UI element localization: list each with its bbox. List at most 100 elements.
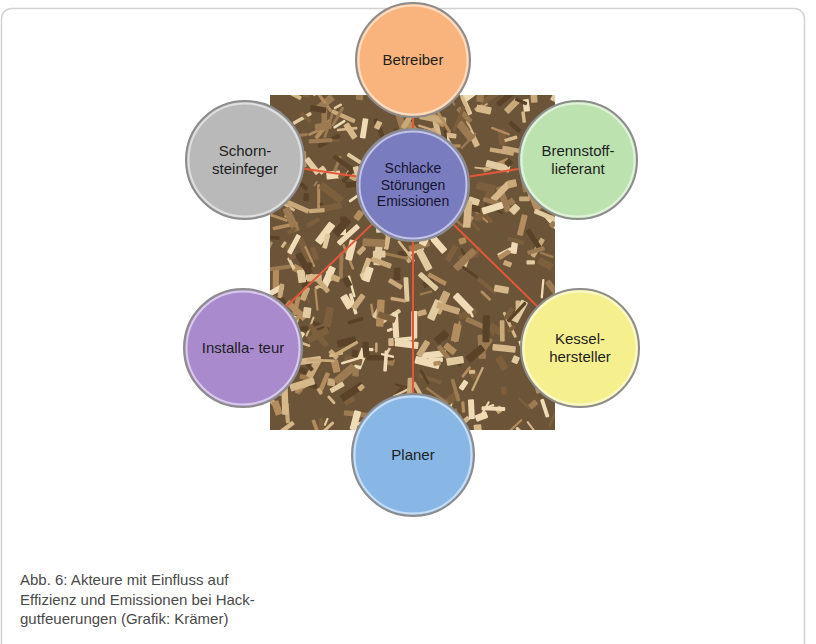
circle-label: Schorn- steinfeger bbox=[197, 142, 293, 178]
wood-chip bbox=[306, 217, 321, 228]
wood-chip bbox=[303, 193, 309, 201]
wood-chip bbox=[476, 181, 496, 193]
wood-chip bbox=[459, 379, 469, 390]
circle-label: Planer bbox=[365, 446, 461, 464]
wood-chip bbox=[476, 95, 484, 102]
wood-chip bbox=[286, 200, 309, 214]
wood-chip bbox=[507, 179, 518, 188]
wood-chip bbox=[340, 294, 354, 310]
wood-chip bbox=[529, 95, 537, 103]
wood-chip bbox=[392, 312, 399, 338]
wood-chip bbox=[388, 278, 403, 290]
wood-chip bbox=[541, 279, 545, 299]
wood-chip bbox=[362, 342, 370, 358]
wood-chip bbox=[474, 167, 491, 171]
wood-chip bbox=[509, 203, 521, 215]
wood-chip bbox=[480, 290, 492, 301]
wood-chip bbox=[300, 111, 312, 123]
wood-chip bbox=[521, 111, 526, 123]
wood-chip bbox=[497, 249, 511, 260]
wood-chip bbox=[342, 276, 353, 288]
wood-chip bbox=[310, 105, 327, 114]
wood-chip bbox=[390, 297, 406, 303]
wood-chip bbox=[482, 315, 490, 342]
wood-chip bbox=[495, 355, 508, 371]
wood-chip bbox=[375, 343, 378, 353]
wood-chip bbox=[321, 103, 327, 124]
wood-chip bbox=[394, 268, 401, 281]
circle-shape bbox=[356, 3, 470, 117]
wood-chip bbox=[456, 120, 476, 142]
connector-line bbox=[412, 118, 414, 128]
wood-chip bbox=[416, 340, 430, 358]
wood-chip bbox=[517, 214, 528, 236]
wood-chip bbox=[314, 288, 319, 311]
wood-chip bbox=[518, 397, 531, 410]
connector-line bbox=[469, 169, 518, 177]
circle-label: Kessel- hersteller bbox=[532, 330, 628, 366]
wood-chip bbox=[481, 202, 504, 215]
wood-chip bbox=[461, 401, 465, 412]
circle-label-group: Schlacke Störungen Emissionen bbox=[371, 160, 455, 210]
wood-chip bbox=[465, 344, 485, 363]
wood-chip bbox=[540, 399, 550, 418]
wood-chip bbox=[324, 418, 329, 427]
actor-circle: Schorn- steinfeger bbox=[185, 100, 305, 220]
wood-chip bbox=[287, 234, 301, 255]
wood-chip bbox=[305, 363, 314, 372]
wood-chip bbox=[471, 367, 484, 392]
wood-chip bbox=[416, 249, 433, 272]
wood-chip bbox=[430, 236, 447, 254]
circle-rim bbox=[355, 397, 472, 514]
wood-chip bbox=[419, 369, 430, 385]
actor-circle: Installa- teur bbox=[183, 288, 303, 408]
wood-chip bbox=[337, 336, 357, 348]
circle-shape bbox=[186, 101, 304, 219]
wood-chip bbox=[270, 235, 280, 239]
wood-chip bbox=[303, 95, 310, 98]
wood-chip bbox=[370, 256, 392, 268]
wood-chip bbox=[351, 293, 366, 310]
wood-chip bbox=[454, 321, 461, 343]
circle-label-group: Betreiber bbox=[365, 51, 461, 69]
wood-chip bbox=[332, 217, 351, 237]
actor-circle: Kessel- hersteller bbox=[520, 288, 640, 408]
circle-rim bbox=[524, 292, 637, 405]
wood-chip bbox=[323, 306, 334, 327]
wood-chip bbox=[292, 112, 312, 125]
wood-chip bbox=[545, 279, 555, 295]
circle-label-group: Installa- teur bbox=[195, 339, 291, 357]
wood-chip bbox=[373, 250, 386, 257]
wood-chip bbox=[343, 122, 358, 140]
wood-chip bbox=[460, 132, 477, 149]
wood-chip bbox=[519, 197, 530, 202]
wood-chip bbox=[310, 246, 320, 260]
wood-chip bbox=[550, 95, 555, 103]
wood-chip bbox=[270, 286, 271, 295]
wood-chip bbox=[427, 299, 443, 321]
circle-shape bbox=[352, 394, 474, 516]
wood-chip bbox=[476, 104, 492, 114]
wood-chip bbox=[445, 244, 459, 262]
wood-chip bbox=[318, 418, 326, 430]
wood-chip bbox=[356, 95, 365, 100]
circle-label-group: Brennstoff- lieferant bbox=[530, 142, 626, 178]
wood-chip bbox=[304, 157, 320, 176]
wood-chip bbox=[345, 239, 357, 261]
wood-chip bbox=[270, 264, 293, 271]
wood-chip bbox=[417, 309, 427, 317]
wood-chip bbox=[507, 301, 527, 322]
wood-chip bbox=[341, 355, 365, 364]
wood-chip bbox=[414, 356, 440, 370]
wood-chips bbox=[270, 95, 555, 430]
wood-chip bbox=[357, 384, 365, 392]
wood-chip bbox=[494, 285, 510, 294]
circle-shape bbox=[184, 289, 302, 407]
wood-chip bbox=[537, 257, 554, 271]
connector-line bbox=[286, 224, 372, 306]
actor-circle: Brennstoff- lieferant bbox=[518, 100, 638, 220]
wood-chip bbox=[307, 359, 335, 363]
wood-chip bbox=[500, 320, 505, 341]
wood-chip bbox=[322, 233, 330, 249]
